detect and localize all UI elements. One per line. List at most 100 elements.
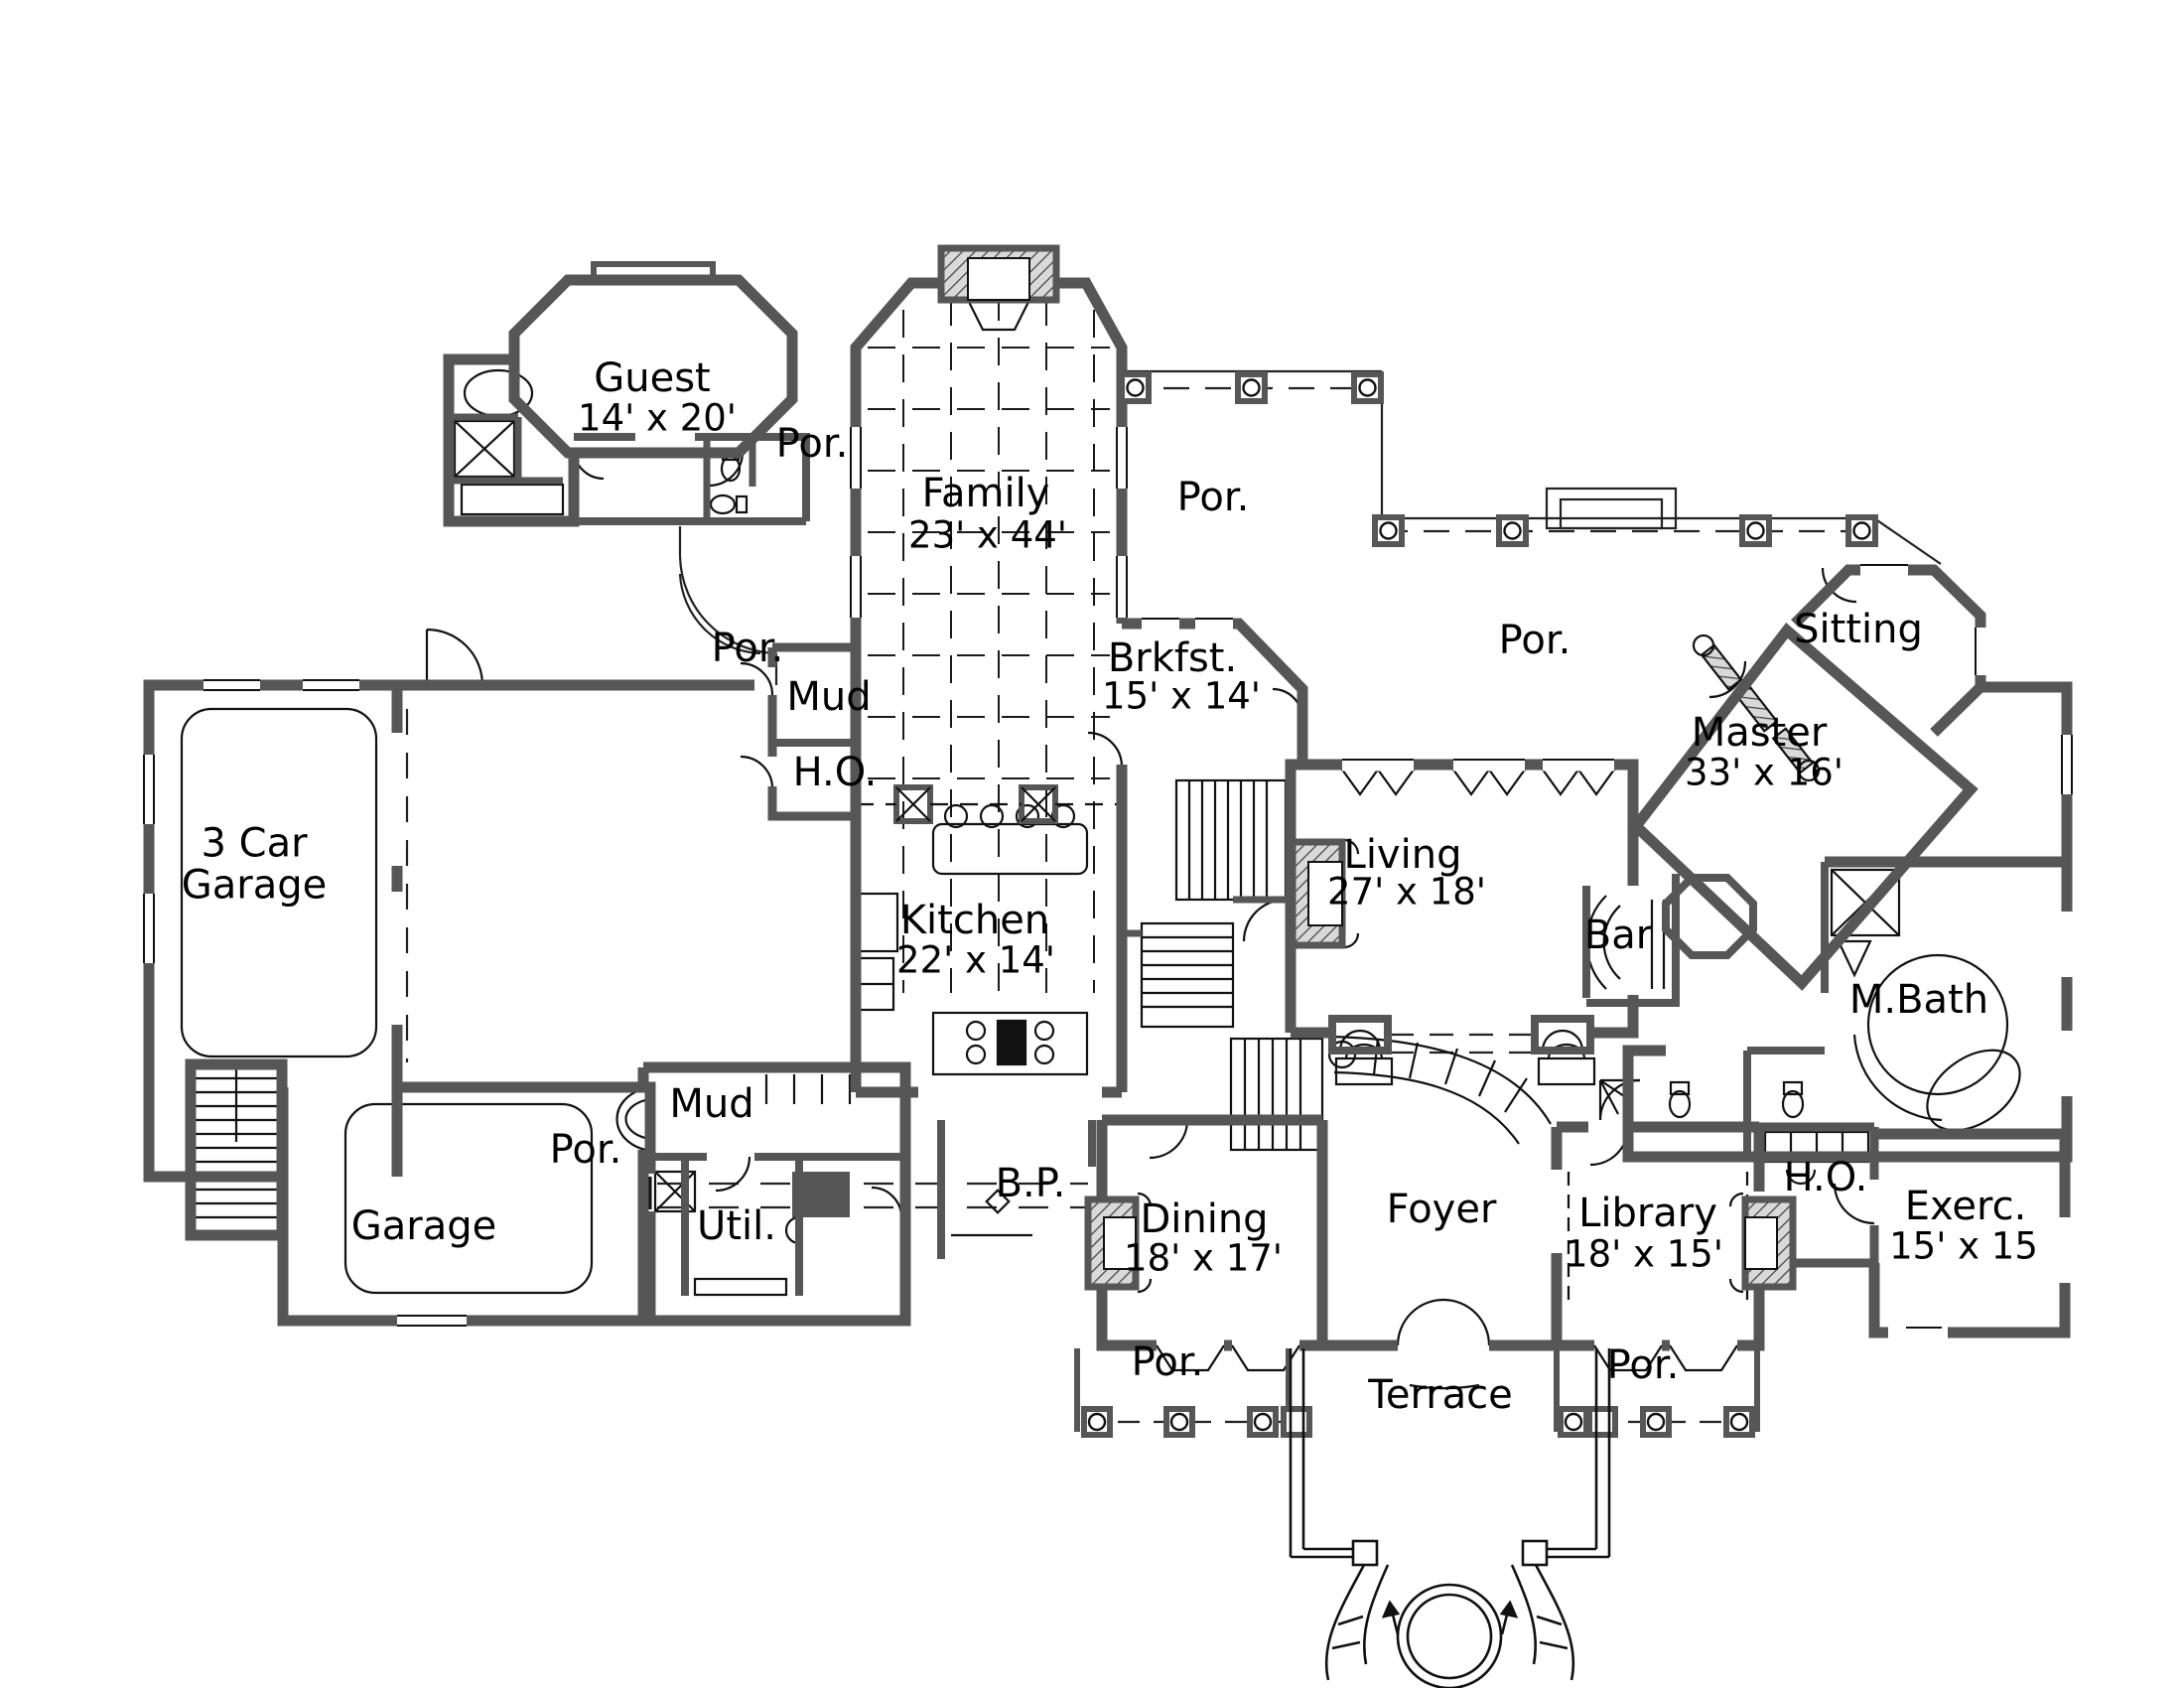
- room-label-porch-back-center: Por.: [1176, 474, 1250, 520]
- room-label-garage-3car: 3 Car Garage: [181, 820, 328, 909]
- masonry: [937, 244, 1797, 1291]
- room-label-porch-back-right: Por.: [1498, 617, 1571, 663]
- bar-walls: [1582, 874, 1680, 1007]
- room-label-porch-drive: Por.: [549, 1126, 622, 1173]
- toilet-icon: [1668, 1080, 1692, 1119]
- mantel: [1343, 932, 1360, 949]
- room-dims-dining: 18' x 17': [1124, 1236, 1283, 1280]
- porch-columns: [1081, 371, 1878, 1438]
- mantel: [1728, 1192, 1744, 1207]
- garage-bay-outline-2: [343, 1102, 594, 1295]
- guest-bath-walls: [443, 353, 580, 527]
- glass-wall: [1852, 1034, 1943, 1122]
- door-arc: [1149, 1119, 1189, 1160]
- room-label-mud-upper: Mud: [786, 673, 872, 720]
- front-door-icon: [1396, 1298, 1491, 1390]
- library-fireplace-icon: [1741, 1196, 1797, 1291]
- room-label-foyer: Foyer: [1386, 1186, 1497, 1232]
- guest-hall-walls: [574, 433, 810, 525]
- room-dims-brkfst: 15' x 14': [1102, 674, 1261, 718]
- room-label-bar: Bar: [1583, 912, 1653, 958]
- exerc-walls: [1868, 1128, 2071, 1338]
- library-walls: [1557, 1121, 1765, 1351]
- terrace-and-entry-stair: [1289, 1348, 1611, 1688]
- room-label-porch-front-right: Por.: [1606, 1341, 1680, 1388]
- room-dims-master: 33' x 16': [1685, 751, 1843, 794]
- room-label-ho-upper: H.O.: [792, 749, 878, 795]
- grand-stair-icon: [1229, 1035, 1552, 1152]
- door-arc: [740, 755, 774, 789]
- niche: [1541, 1029, 1584, 1052]
- living-pier: [1328, 1015, 1392, 1055]
- room-dims-guest: 14' x 20': [578, 396, 737, 440]
- mantel: [1343, 838, 1360, 855]
- master-walls: [1628, 623, 1979, 991]
- room-label-ho-lower: H.O.: [1783, 1154, 1868, 1200]
- mantel: [1137, 1278, 1153, 1294]
- room-label-mud-lower: Mud: [669, 1080, 754, 1127]
- door-arc: [1833, 1183, 1875, 1225]
- living-pier: [1531, 1015, 1594, 1055]
- door-arc: [708, 451, 745, 488]
- bp-diamond: [985, 1189, 1011, 1214]
- room-label-porch-guest: Por.: [775, 420, 849, 467]
- windows: [142, 427, 2074, 1339]
- room-label-bp: B.P.: [995, 1160, 1066, 1206]
- back-stair-icon: [1174, 778, 1288, 942]
- room-label-porch-front-left: Por.: [1131, 1338, 1204, 1385]
- closet-octagon: [1662, 874, 1757, 959]
- room-label-library: Library: [1578, 1190, 1717, 1236]
- door-arc: [1087, 731, 1124, 768]
- room-label-garage-lower: Garage: [350, 1202, 497, 1249]
- porch-right-walls: [1554, 1348, 1760, 1432]
- room-label-exerc: Exerc.: [1904, 1183, 2027, 1229]
- family-chimney-icon: [937, 244, 1060, 304]
- room-label-guest: Guest: [594, 354, 711, 401]
- tub-room: [1866, 953, 2009, 1096]
- room-dims-kitchen: 22' x 14': [896, 938, 1055, 982]
- guest-bay: [591, 261, 716, 283]
- shower-icon: [453, 419, 516, 479]
- door-arc: [740, 661, 774, 696]
- room-label-dining: Dining: [1140, 1196, 1269, 1242]
- toilet-icon: [709, 493, 749, 515]
- room-label-util: Util.: [697, 1202, 776, 1249]
- room-label-kitchen: Kitchen: [899, 897, 1050, 943]
- room-dims-exerc: 15' x 15: [1889, 1224, 2038, 1268]
- foyer-walls: [1316, 1127, 1563, 1351]
- mud-util-walls: [637, 1061, 911, 1327]
- room-label-mbath: M.Bath: [1848, 976, 1989, 1023]
- mantel: [1728, 1278, 1744, 1294]
- dining-walls: [1096, 1114, 1328, 1351]
- mantel: [1137, 1192, 1153, 1207]
- garage-bay-outline: [180, 707, 378, 1058]
- bay-window: [1156, 1344, 1225, 1372]
- mud-ho-walls: [767, 642, 860, 821]
- walls: [143, 261, 2073, 1432]
- toilet-icon: [1781, 1080, 1805, 1119]
- lower-stair-icon: [1140, 921, 1235, 1029]
- room-label-terrace: Terrace: [1368, 1371, 1513, 1418]
- brkfst-walls: [1122, 618, 1308, 765]
- kitchen-range: [931, 1011, 1089, 1076]
- right-closet-walls: [1980, 681, 2073, 862]
- room-label-porch-mid-left: Por.: [711, 625, 784, 671]
- door-arc: [1708, 660, 1747, 699]
- room-label-master: Master: [1691, 709, 1828, 756]
- family-ceiling-grid: [868, 293, 1110, 993]
- util-fixtures: [653, 1170, 800, 1297]
- door-arc: [715, 1156, 751, 1193]
- living-fireplace-icon: [1289, 838, 1346, 949]
- bay-window: [1669, 1344, 1738, 1372]
- room-dims-living: 27' x 18': [1327, 870, 1486, 914]
- room-dims-family: 23' x 44': [908, 513, 1067, 557]
- room-label-living: Living: [1343, 831, 1462, 878]
- sitting-walls: [1791, 564, 1986, 737]
- room-dims-library: 18' x 15': [1565, 1232, 1723, 1276]
- dining-fireplace-icon: [1084, 1196, 1140, 1291]
- closet-shelf: [460, 483, 565, 516]
- bay-window: [1593, 1344, 1663, 1372]
